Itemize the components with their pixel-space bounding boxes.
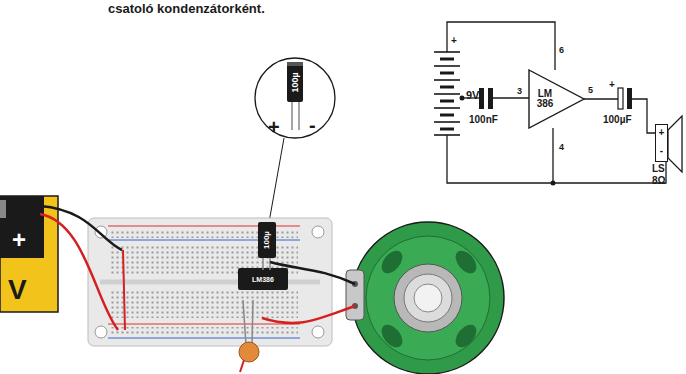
pin-number: 4 xyxy=(559,143,564,152)
battery-wires xyxy=(40,206,125,330)
voltage-label: 9V xyxy=(466,90,479,101)
component-value: 100µ xyxy=(290,72,299,92)
callout-capacitor xyxy=(287,62,303,130)
part-name: LS xyxy=(652,164,665,174)
speaker-wires xyxy=(262,262,355,323)
lm386-chip xyxy=(238,268,288,290)
polarity-sign: + xyxy=(609,80,615,90)
voltage-label: V xyxy=(8,276,27,304)
schematic-wires xyxy=(447,22,666,183)
speaker-illustration xyxy=(346,222,504,374)
caption-text: csatoló kondenzátorként. xyxy=(108,2,265,15)
polarity-sign: - xyxy=(309,115,316,135)
polarity-sign: + xyxy=(656,128,667,138)
polarity-sign: + xyxy=(268,117,280,137)
component-value: 8Ω xyxy=(652,176,666,186)
speaker-symbol xyxy=(668,116,682,172)
input-dot xyxy=(460,96,465,101)
component-value: 100µF xyxy=(603,115,632,125)
leader-line xyxy=(268,138,284,228)
polarity-sign: + xyxy=(12,228,26,252)
amplifier-triangle: LM 386 xyxy=(528,69,585,129)
polarity-sign: + xyxy=(451,36,457,46)
component-value: 100µ xyxy=(263,231,271,249)
speaker-terminal-box: +- xyxy=(655,124,668,162)
ceramic-capacitor xyxy=(239,300,259,372)
battery-symbol xyxy=(434,52,460,135)
pin-number: 5 xyxy=(588,86,593,95)
polarity-sign: - xyxy=(656,146,667,156)
chip-marking: LM386 xyxy=(252,276,274,283)
pin-number: 6 xyxy=(559,46,564,55)
pin-number: 3 xyxy=(517,87,522,96)
junction-dot xyxy=(551,181,556,186)
breadboard xyxy=(88,218,332,346)
callout-circle xyxy=(255,58,335,138)
chip-name: LM 386 xyxy=(532,89,558,110)
component-value: 100nF xyxy=(469,115,498,125)
triangle-outline xyxy=(528,69,585,129)
battery-illustration xyxy=(0,196,58,312)
